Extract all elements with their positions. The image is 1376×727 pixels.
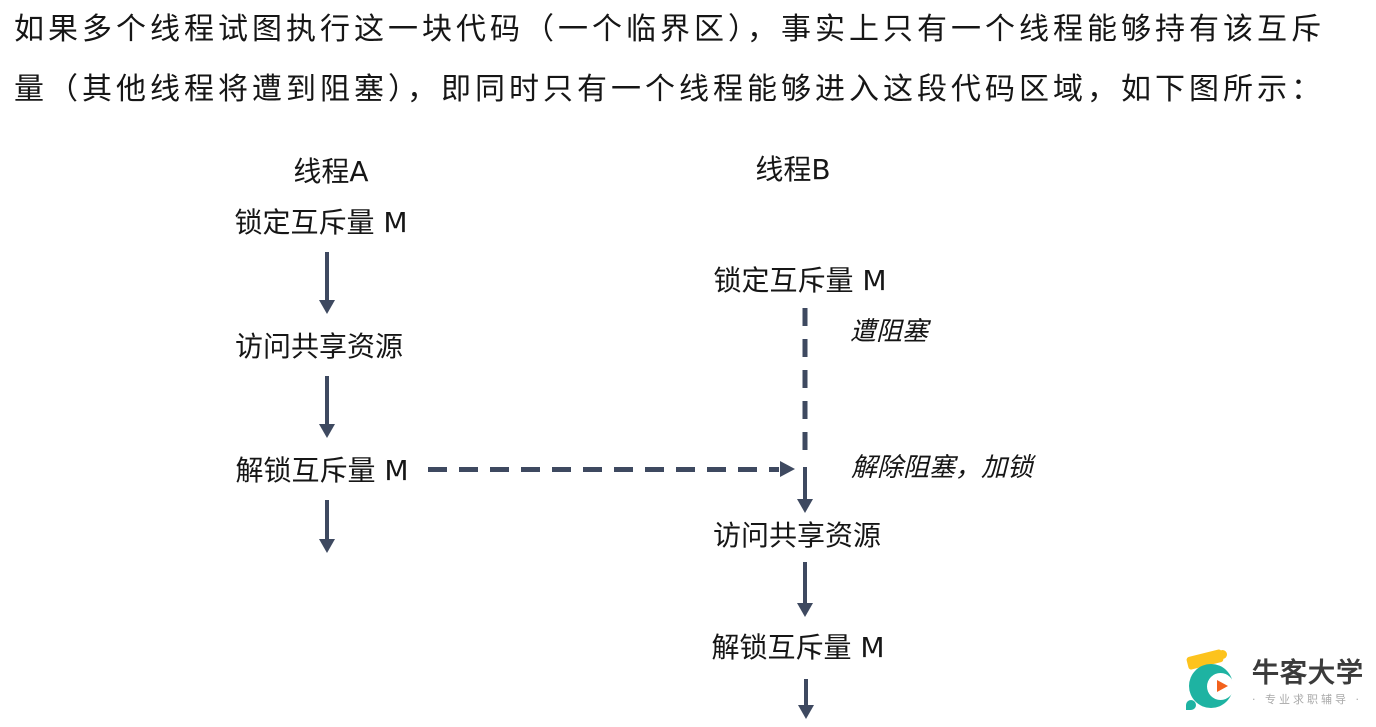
blocked-note: 遭阻塞 [850, 317, 929, 347]
thread-b-title: 线程B [755, 153, 831, 186]
thread-a-step-access-resource: 访问共享资源 [234, 330, 404, 363]
unlock-signal-dashed-arrow [428, 467, 779, 472]
cap-button-icon [1218, 650, 1227, 659]
thread-b-step-unlock-mutex: 解锁互斥量 M [711, 631, 885, 664]
intro-paragraph: 如果多个线程试图执行这一块代码（一个临界区），事实上只有一个线程能够持有该互斥 … [14, 0, 1325, 120]
thread-b-step-lock-mutex: 锁定互斥量 M [713, 264, 887, 297]
arrow-down-icon [798, 679, 814, 719]
logo-name: 牛客大学 [1252, 658, 1364, 689]
arrow-down-icon [319, 500, 335, 553]
play-icon [1217, 680, 1228, 692]
arrow-down-icon [319, 376, 335, 438]
thread-a-step-unlock-mutex: 解锁互斥量 M [235, 454, 409, 487]
thread-b-step-access-resource: 访问共享资源 [712, 519, 882, 552]
unblock-note: 解除阻塞，加锁 [851, 453, 1034, 483]
thread-a-title: 线程A [293, 155, 369, 188]
nowcoder-logo: 牛客大学 · 专业求职辅导 · [1185, 648, 1364, 720]
thread-a-step-lock-mutex: 锁定互斥量 M [234, 206, 408, 239]
arrow-down-icon [319, 252, 335, 314]
mascot-tail [1186, 700, 1196, 710]
logo-tagline: · 专业求职辅导 · [1252, 693, 1362, 706]
arrow-right-icon [780, 461, 795, 477]
intro-line-2: 量（其他线程将遭到阻塞），即同时只有一个线程能够进入这段代码区域，如下图所示： [14, 72, 1325, 107]
nowcoder-mascot-icon [1185, 648, 1242, 720]
blocked-wait-dashed-line [802, 308, 808, 463]
intro-line-1: 如果多个线程试图执行这一块代码（一个临界区），事实上只有一个线程能够持有该互斥 [14, 12, 1325, 47]
arrow-down-icon [797, 467, 813, 513]
arrow-down-icon [797, 562, 813, 617]
logo-text-block: 牛客大学 · 专业求职辅导 · [1252, 650, 1364, 720]
